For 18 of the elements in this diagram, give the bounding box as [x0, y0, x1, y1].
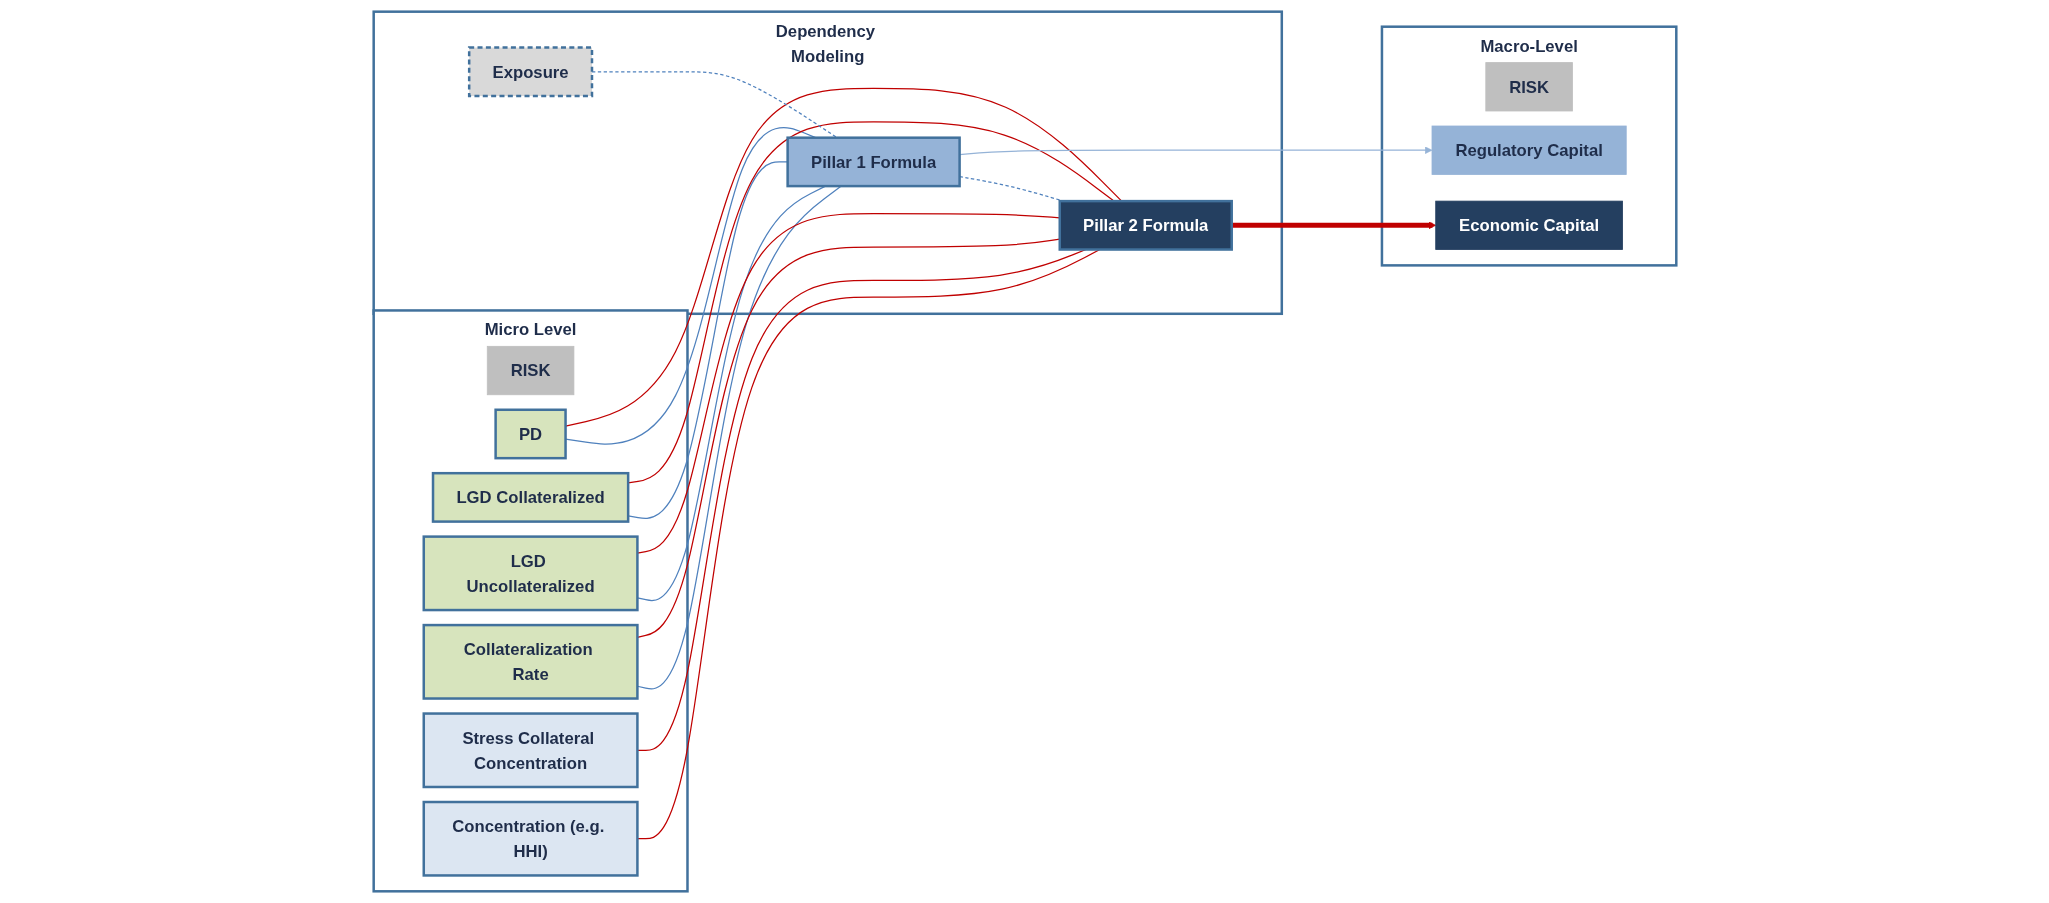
- node-box: LGD Uncollateralized: [422, 535, 639, 612]
- node-box: Stress Collateral Concentration: [422, 712, 639, 789]
- node-box: Economic Capital: [1434, 200, 1623, 250]
- connector: [627, 161, 788, 520]
- arrow: [1231, 221, 1436, 229]
- node-box: Exposure: [467, 46, 593, 98]
- node-box: Pillar 1 Formula: [785, 136, 961, 188]
- node-box: Pillar 2 Formula: [1058, 199, 1233, 251]
- node-box: Collateralization Rate: [422, 623, 639, 700]
- node-box: Regulatory Capital: [1431, 125, 1627, 175]
- node-box: Concentration (e.g. HHI): [422, 800, 639, 877]
- connector: [636, 213, 1060, 554]
- node-box: LGD Collateralized: [431, 471, 629, 523]
- connector: [627, 121, 1115, 484]
- node-box: PD: [493, 408, 567, 460]
- connector: [636, 238, 1060, 638]
- node-box: RISK: [1484, 62, 1573, 112]
- node-box: RISK: [486, 345, 574, 396]
